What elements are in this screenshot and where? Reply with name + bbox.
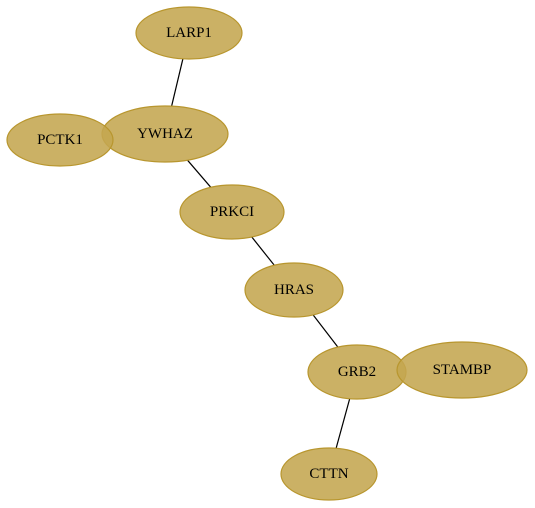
- node-ellipse: [244, 262, 344, 318]
- edge-larp1-ywhaz: [171, 58, 184, 107]
- node-label: STAMBP: [433, 362, 492, 378]
- node-ellipse: [396, 341, 528, 399]
- edge-hras-grb2: [312, 314, 339, 348]
- node-ellipse: [6, 113, 114, 167]
- node-pctk1[interactable]: PCTK1: [6, 113, 114, 167]
- edge-grb2-cttn: [335, 398, 351, 449]
- node-label: PRKCI: [210, 204, 254, 220]
- node-stambp[interactable]: STAMBP: [396, 341, 528, 399]
- node-label: YWHAZ: [137, 126, 193, 142]
- node-prkci[interactable]: PRKCI: [179, 184, 285, 240]
- node-label: HRAS: [274, 282, 314, 298]
- node-ellipse: [135, 6, 243, 60]
- node-grb2[interactable]: GRB2: [307, 344, 407, 400]
- node-label: LARP1: [166, 25, 212, 41]
- node-ellipse: [280, 447, 378, 501]
- edge-prkci-hras: [251, 236, 275, 266]
- node-hras[interactable]: HRAS: [244, 262, 344, 318]
- edges-layer: [171, 58, 351, 449]
- node-label: PCTK1: [37, 132, 83, 148]
- edge-ywhaz-prkci: [187, 159, 212, 188]
- node-larp1[interactable]: LARP1: [135, 6, 243, 60]
- node-label: GRB2: [338, 364, 376, 380]
- node-label: CTTN: [309, 466, 348, 482]
- node-ywhaz[interactable]: YWHAZ: [101, 105, 229, 163]
- node-cttn[interactable]: CTTN: [280, 447, 378, 501]
- node-ellipse: [179, 184, 285, 240]
